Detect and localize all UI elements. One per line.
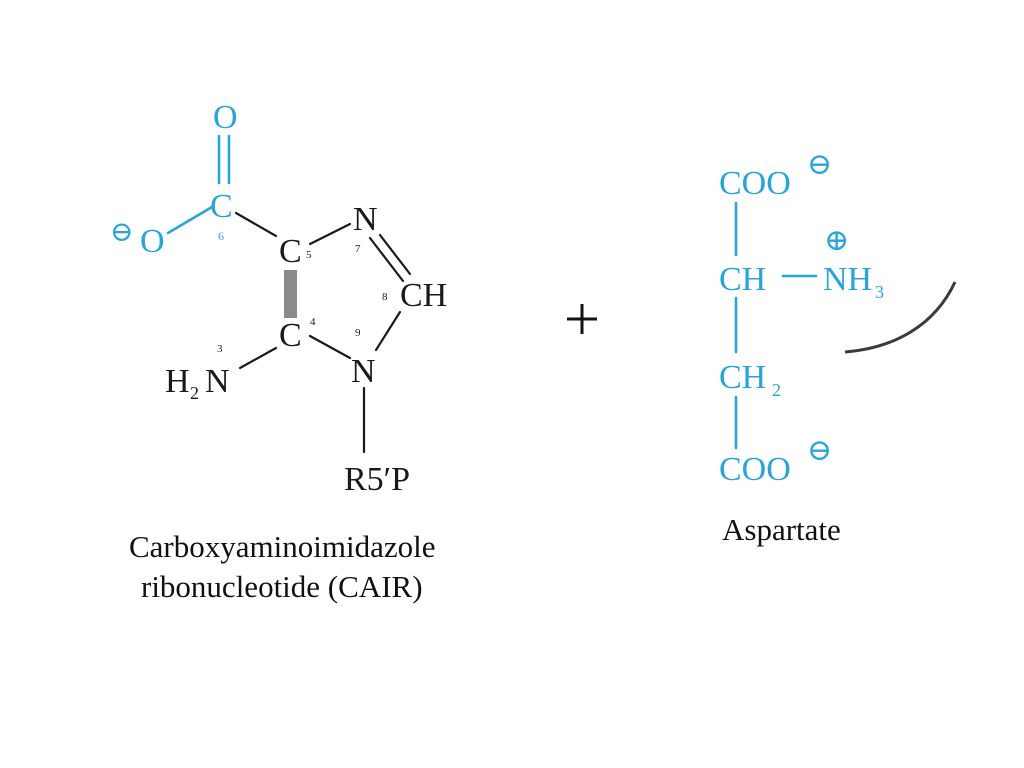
positive-charge-icon: ⊕ [824,224,849,257]
atom-number-6: 6 [218,229,224,243]
c8-n9-bond [374,310,402,352]
atom-n9: N [351,353,376,390]
atom-c5: C [279,233,302,270]
cair-molecule: O C 6 O ⊖ C 5 N 7 CH 8 C 4 N 9 H 2 N 3 [110,99,447,604]
atom-number-7: 7 [355,243,361,255]
c5-n7-bond [308,222,352,246]
c6-c5-bond [234,211,278,238]
amino-subscript: 3 [875,282,884,302]
beta-ch2: CH [719,359,766,396]
atom-c8h: CH [400,277,447,314]
c4-n9-bond [308,334,352,360]
cair-caption-line2: ribonucleotide (CAIR) [141,569,423,604]
aspartate-caption: Aspartate [722,512,841,547]
plus-operator [567,304,597,334]
alpha-ch: CH [719,261,766,298]
ribose-phosphate: R5′P [344,461,410,498]
atom-number-3: 3 [217,343,223,355]
amine-h: H [165,363,190,400]
cair-caption-line1: Carboxyaminoimidazole [129,529,435,564]
aspartate-molecule: COO ⊖ CH NH 3 ⊕ CH 2 COO ⊖ Aspartate [719,148,884,547]
amine-n: N [205,363,230,400]
carboxyl-oxygen-minus: O [140,223,165,260]
c-o-single-bond [166,205,214,235]
carboxylate-bottom: COO [719,451,791,488]
atom-number-8: 8 [382,291,388,303]
atom-n7: N [353,201,378,238]
atom-number-4: 4 [310,316,316,328]
ch2-subscript: 2 [772,380,781,400]
c4-c5-double-bond [284,270,297,318]
n-c4-bond [238,346,278,370]
n7-c8-bond-b [378,233,412,276]
carboxyl-oxygen-top: O [213,99,238,136]
amine-subscript: 2 [190,383,199,403]
amino-nh: NH [823,261,872,298]
atom-number-9: 9 [355,327,361,339]
carboxyl-carbon: C [210,188,233,225]
negative-charge-top-icon: ⊖ [807,148,832,181]
n7-c8-bond-a [368,236,405,283]
negative-charge-icon: ⊖ [110,217,133,248]
carboxylate-top: COO [719,165,791,202]
atom-c4: C [279,317,302,354]
negative-charge-bottom-icon: ⊖ [807,434,832,467]
atom-number-5: 5 [306,249,312,261]
curved-arrow-fragment [844,281,957,354]
